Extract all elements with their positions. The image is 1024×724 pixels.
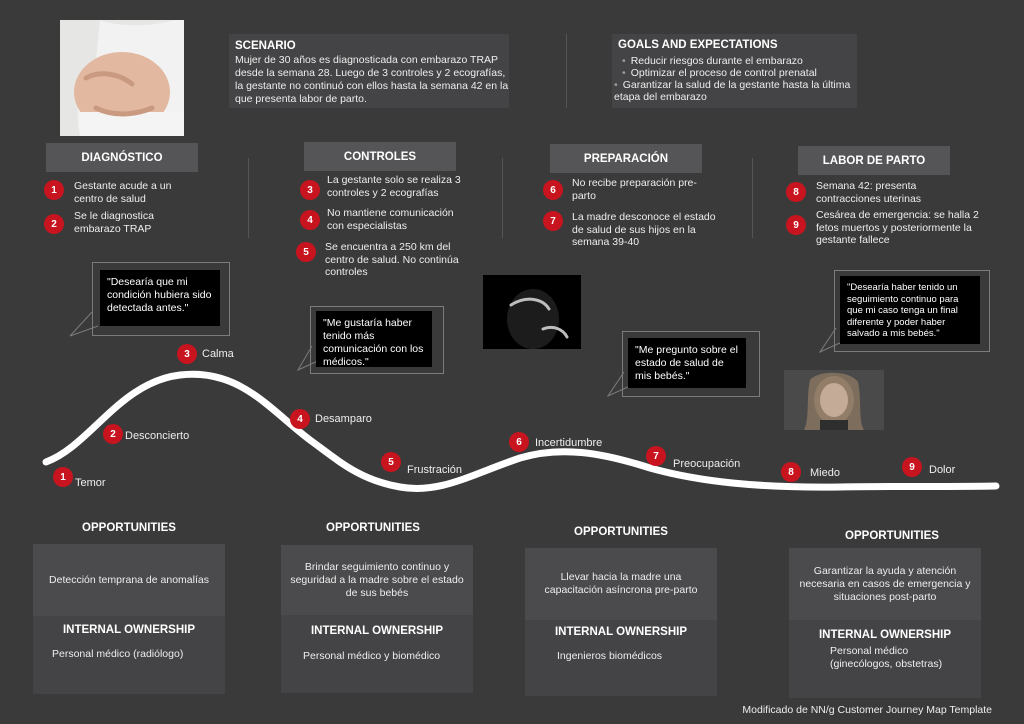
step-text: La gestante solo se realiza 3 controles … bbox=[327, 174, 461, 199]
quote-text-4: "Desearía haber tenido un seguimiento co… bbox=[840, 276, 980, 344]
crying-woman-photo bbox=[784, 370, 884, 430]
quote-tail-1 bbox=[69, 312, 99, 337]
stage-divider bbox=[248, 158, 249, 238]
quote-text-3: "Me pregunto sobre el estado de salud de… bbox=[628, 338, 746, 388]
stage-title-diagnostico: DIAGNÓSTICO bbox=[46, 143, 198, 172]
quote-bubble-1 bbox=[92, 262, 230, 336]
emotion-label: Incertidumbre bbox=[535, 437, 603, 449]
opportunity-text: Brindar seguimiento continuo y seguridad… bbox=[281, 545, 473, 615]
stage-title-labor-de-parto: LABOR DE PARTO bbox=[798, 146, 950, 175]
step-text: Gestante acude a un centro de salud bbox=[74, 180, 172, 205]
footer-credit: Modificado de NN/g Customer Journey Map … bbox=[742, 704, 992, 716]
emotion-badge: 2 bbox=[103, 424, 123, 444]
ownership-title: INTERNAL OWNERSHIP bbox=[554, 626, 688, 638]
quote-bubble-2 bbox=[310, 306, 444, 374]
ownership-title: INTERNAL OWNERSHIP bbox=[310, 625, 444, 637]
opportunities-title: OPPORTUNITIES bbox=[326, 522, 420, 534]
stage-divider bbox=[502, 158, 503, 238]
step-text: Se le diagnostica embarazo TRAP bbox=[74, 210, 154, 235]
emotion-badge: 9 bbox=[902, 457, 922, 477]
step-text: No mantiene comunicación con especialist… bbox=[327, 207, 454, 232]
ownership-text: Personal médico (radiólogo) bbox=[52, 648, 184, 660]
step-text: No recibe preparación pre-parto bbox=[572, 177, 697, 202]
ownership-title: INTERNAL OWNERSHIP bbox=[62, 624, 196, 636]
pregnant-belly-photo bbox=[60, 20, 184, 136]
scenario-panel: SCENARIO Mujer de 30 años es diagnostica… bbox=[229, 34, 509, 108]
goals-title: GOALS AND EXPECTATIONS bbox=[618, 39, 778, 51]
emotion-badge: 3 bbox=[177, 344, 197, 364]
quote-tail-4 bbox=[818, 328, 843, 354]
emotion-label: Frustración bbox=[407, 464, 463, 476]
goal-item: •Reducir riesgos durante el embarazo bbox=[622, 55, 803, 67]
goal-item: •Optimizar el proceso de control prenata… bbox=[622, 67, 817, 79]
opportunity-text: Garantizar la ayuda y atención necesaria… bbox=[789, 548, 981, 620]
emotion-badge: 6 bbox=[509, 432, 529, 452]
stage-title-controles: CONTROLES bbox=[304, 142, 456, 171]
emotion-label: Dolor bbox=[929, 464, 956, 476]
scenario-text: Mujer de 30 años es diagnosticada con em… bbox=[235, 54, 509, 105]
emotion-badge: 1 bbox=[53, 467, 73, 487]
opportunity-text: Detección temprana de anomalías bbox=[33, 544, 225, 616]
emotion-label: Temor bbox=[75, 477, 106, 489]
opportunities-title: OPPORTUNITIES bbox=[82, 522, 176, 534]
quote-bubble-4 bbox=[834, 270, 990, 352]
emotion-badge: 8 bbox=[781, 462, 801, 482]
opportunity-panel: Detección temprana de anomalías INTERNAL… bbox=[33, 544, 225, 694]
ownership-text: Personal médico (ginecólogos, obstetras) bbox=[830, 645, 943, 670]
belly-silhouette-photo bbox=[483, 275, 581, 349]
step-badge: 4 bbox=[300, 210, 320, 230]
opportunity-text: Llevar hacia la madre una capacitación a… bbox=[525, 548, 717, 620]
emotion-badge: 4 bbox=[290, 409, 310, 429]
ownership-text: Personal médico y biomédico bbox=[303, 650, 441, 662]
quote-tail-3 bbox=[606, 372, 631, 398]
step-badge: 2 bbox=[44, 214, 64, 234]
emotion-label: Calma bbox=[202, 348, 234, 360]
opportunity-panel: Garantizar la ayuda y atención necesaria… bbox=[789, 548, 981, 698]
step-badge: 9 bbox=[786, 215, 806, 235]
goal-item: •Garantizar la salud de la gestante hast… bbox=[614, 79, 851, 103]
emotion-label: Desconcierto bbox=[125, 430, 190, 442]
step-text: Cesárea de emergencia: se halla 2 fetos … bbox=[816, 209, 979, 246]
stage-divider bbox=[752, 158, 753, 238]
step-text: Semana 42: presenta contracciones uterin… bbox=[816, 180, 922, 205]
ownership-text: Ingenieros biomédicos bbox=[557, 650, 663, 662]
opportunity-panel: Llevar hacia la madre una capacitación a… bbox=[525, 548, 717, 696]
emotion-label: Miedo bbox=[810, 467, 840, 479]
step-badge: 5 bbox=[296, 242, 316, 262]
quote-text-2: "Me gustaría haber tenido más comunicaci… bbox=[316, 311, 432, 368]
ownership-title: INTERNAL OWNERSHIP bbox=[818, 629, 952, 641]
quote-tail-2 bbox=[296, 346, 321, 372]
step-text: La madre desconoce el estado de salud de… bbox=[572, 211, 716, 248]
step-badge: 1 bbox=[44, 180, 64, 200]
step-text: Se encuentra a 250 km del centro de salu… bbox=[325, 241, 459, 278]
emotion-badge: 7 bbox=[646, 446, 666, 466]
step-badge: 7 bbox=[543, 211, 563, 231]
emotion-label: Desamparo bbox=[315, 413, 372, 425]
quote-text-1: "Desearía que mi condición hubiera sido … bbox=[100, 270, 220, 326]
goals-list: •Reducir riesgos durante el embarazo •Op… bbox=[614, 55, 854, 103]
quote-bubble-3 bbox=[622, 331, 760, 397]
scenario-title: SCENARIO bbox=[235, 40, 296, 52]
step-badge: 3 bbox=[300, 180, 320, 200]
step-badge: 8 bbox=[786, 182, 806, 202]
opportunity-panel: Brindar seguimiento continuo y seguridad… bbox=[281, 545, 473, 693]
emotion-badge: 5 bbox=[381, 452, 401, 472]
stage-title-preparacion: PREPARACIÓN bbox=[550, 144, 702, 173]
opportunities-title: OPPORTUNITIES bbox=[574, 526, 668, 538]
opportunities-title: OPPORTUNITIES bbox=[845, 530, 939, 542]
goals-panel: GOALS AND EXPECTATIONS •Reducir riesgos … bbox=[612, 34, 857, 108]
emotion-label: Preocupación bbox=[673, 458, 741, 470]
top-divider bbox=[566, 34, 567, 108]
step-badge: 6 bbox=[543, 180, 563, 200]
